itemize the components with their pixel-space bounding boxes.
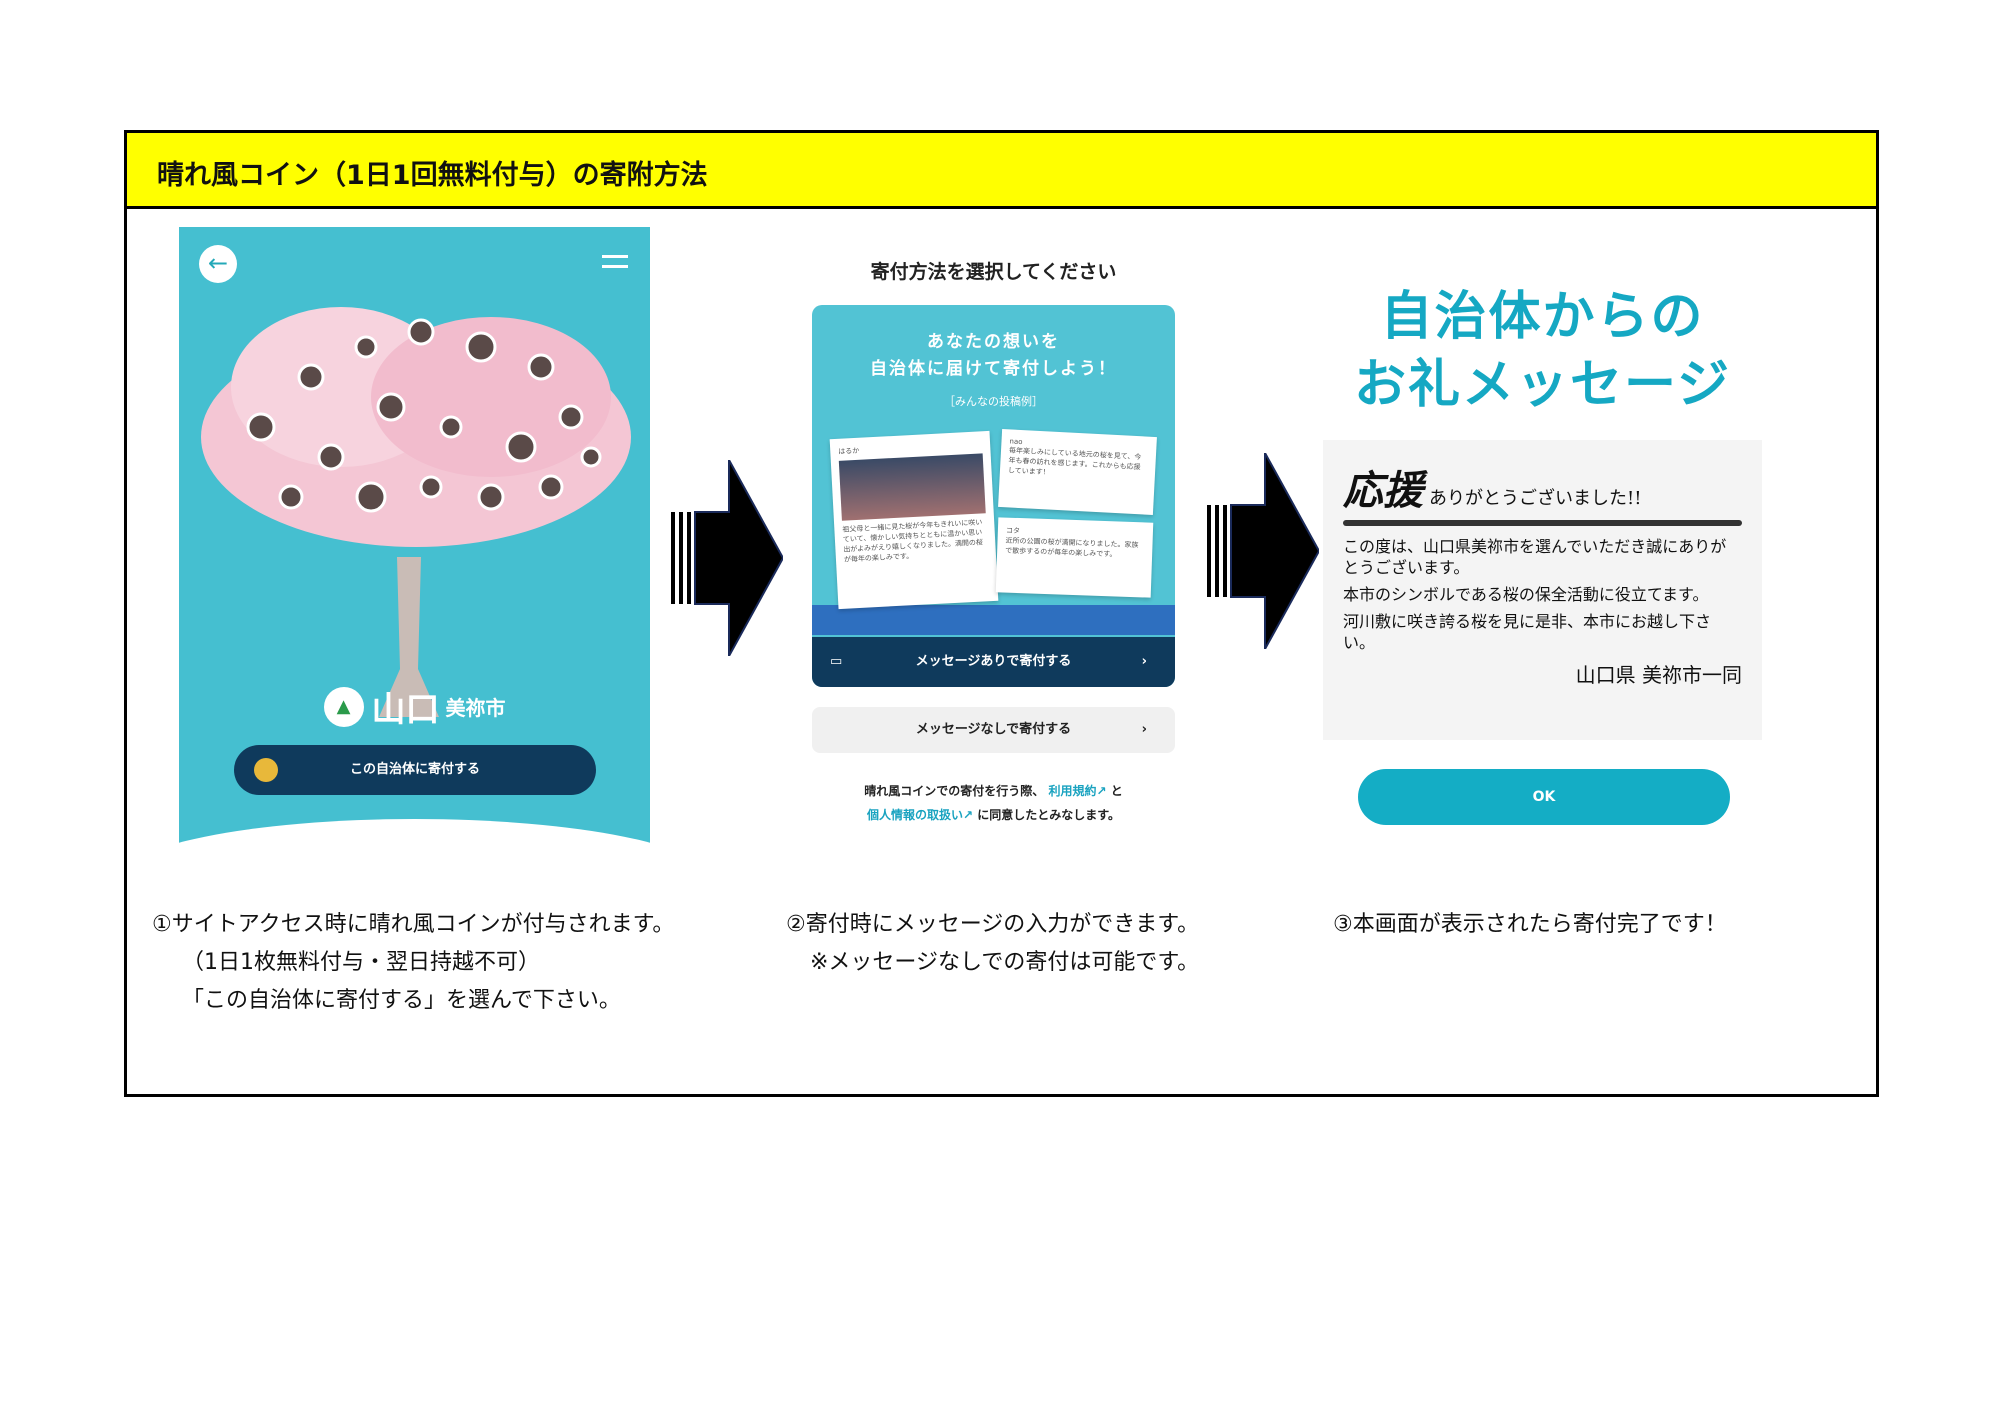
bottom-curve	[179, 819, 650, 859]
wave-decoration	[812, 605, 1175, 635]
donate-without-message-button[interactable]: メッセージなしで寄付する ›	[812, 707, 1175, 753]
privacy-link[interactable]: 個人情報の取扱い	[866, 808, 963, 822]
menu-icon[interactable]	[602, 255, 628, 275]
example-message: コタ近所の公園の桜が満開になりました。家族で散歩するのが毎年の楽しみです。	[995, 517, 1154, 598]
handwritten-message: 応援ありがとうございました!! この度は、山口県美祢市を選んでいただき誠にありが…	[1323, 440, 1762, 740]
example-message: はるか祖父母と一緒に見た桜が今年もきれいに咲いていて、懐かしい気持ちとともに温か…	[829, 430, 999, 610]
instruction-frame: 晴れ風コイン（1日1回無料付与）の寄附方法	[124, 130, 1879, 1097]
terms-notice: 晴れ風コインでの寄付を行う際、 利用規約↗ と 個人情報の取扱い↗ に同意したと…	[864, 784, 1123, 822]
back-arrow-icon[interactable]: ←	[199, 245, 237, 283]
without-message-label: メッセージなしで寄付する	[915, 722, 1072, 737]
with-message-card[interactable]: あなたの想いを自治体に届けて寄付しよう！ ［みんなの投稿例］ はるか祖父母と一緒…	[812, 305, 1175, 687]
donate-label: この自治体に寄付する	[349, 762, 480, 777]
examples-label: ［みんなの投稿例］	[944, 395, 1043, 408]
banner-heading: あなたの想いを自治体に届けて寄付しよう！	[870, 332, 1117, 379]
screen-thank-you: 自治体からのお礼メッセージ 応援ありがとうございました!! この度は、山口県美祢…	[1323, 283, 1762, 831]
step2-caption: ②寄付時にメッセージの入力ができます。※メッセージなしでの寄付は可能です。	[786, 912, 1200, 975]
cherry-tree-illustration	[201, 307, 631, 547]
screen-donation-method: 寄付方法を選択してください あなたの想いを自治体に届けて寄付しよう！ ［みんなの…	[792, 227, 1195, 857]
prefecture: 山口	[371, 690, 440, 730]
city: 美祢市	[445, 696, 506, 720]
signature: 山口県 美祢市一同	[1575, 663, 1742, 687]
arrow-right-icon	[671, 460, 783, 656]
coin-icon	[254, 758, 278, 782]
with-message-label: メッセージありで寄付する	[915, 654, 1072, 669]
method-title: 寄付方法を選択してください	[870, 261, 1117, 283]
screen-municipality: ← ▲山口美祢市 この自治体に寄付する	[179, 227, 650, 859]
fireworks-photo	[838, 453, 986, 521]
step1-caption: ①サイトアクセス時に晴れ風コインが付与されます。（1日1枚無料付与・翌日持越不可…	[152, 912, 675, 1013]
donate-with-message-button[interactable]: ▭ メッセージありで寄付する ›	[812, 637, 1175, 687]
arrow-right-icon	[1207, 453, 1319, 649]
message-add-icon: ▭	[830, 654, 843, 669]
chevron-right-icon: ›	[1141, 722, 1147, 737]
ok-button[interactable]: OK	[1358, 769, 1730, 825]
thank-you-title: 自治体からのお礼メッセージ	[1354, 287, 1731, 415]
terms-link[interactable]: 利用規約	[1048, 784, 1097, 798]
chevron-right-icon: ›	[1141, 654, 1147, 669]
step3-caption: ③本画面が表示されたら寄付完了です！	[1333, 912, 1727, 937]
section-title: 晴れ風コイン（1日1回無料付与）の寄附方法	[127, 133, 1876, 209]
municipality-name: ▲山口美祢市	[179, 682, 650, 731]
municipality-logo-icon: ▲	[323, 686, 364, 727]
donate-to-municipality-button[interactable]: この自治体に寄付する	[234, 745, 596, 795]
